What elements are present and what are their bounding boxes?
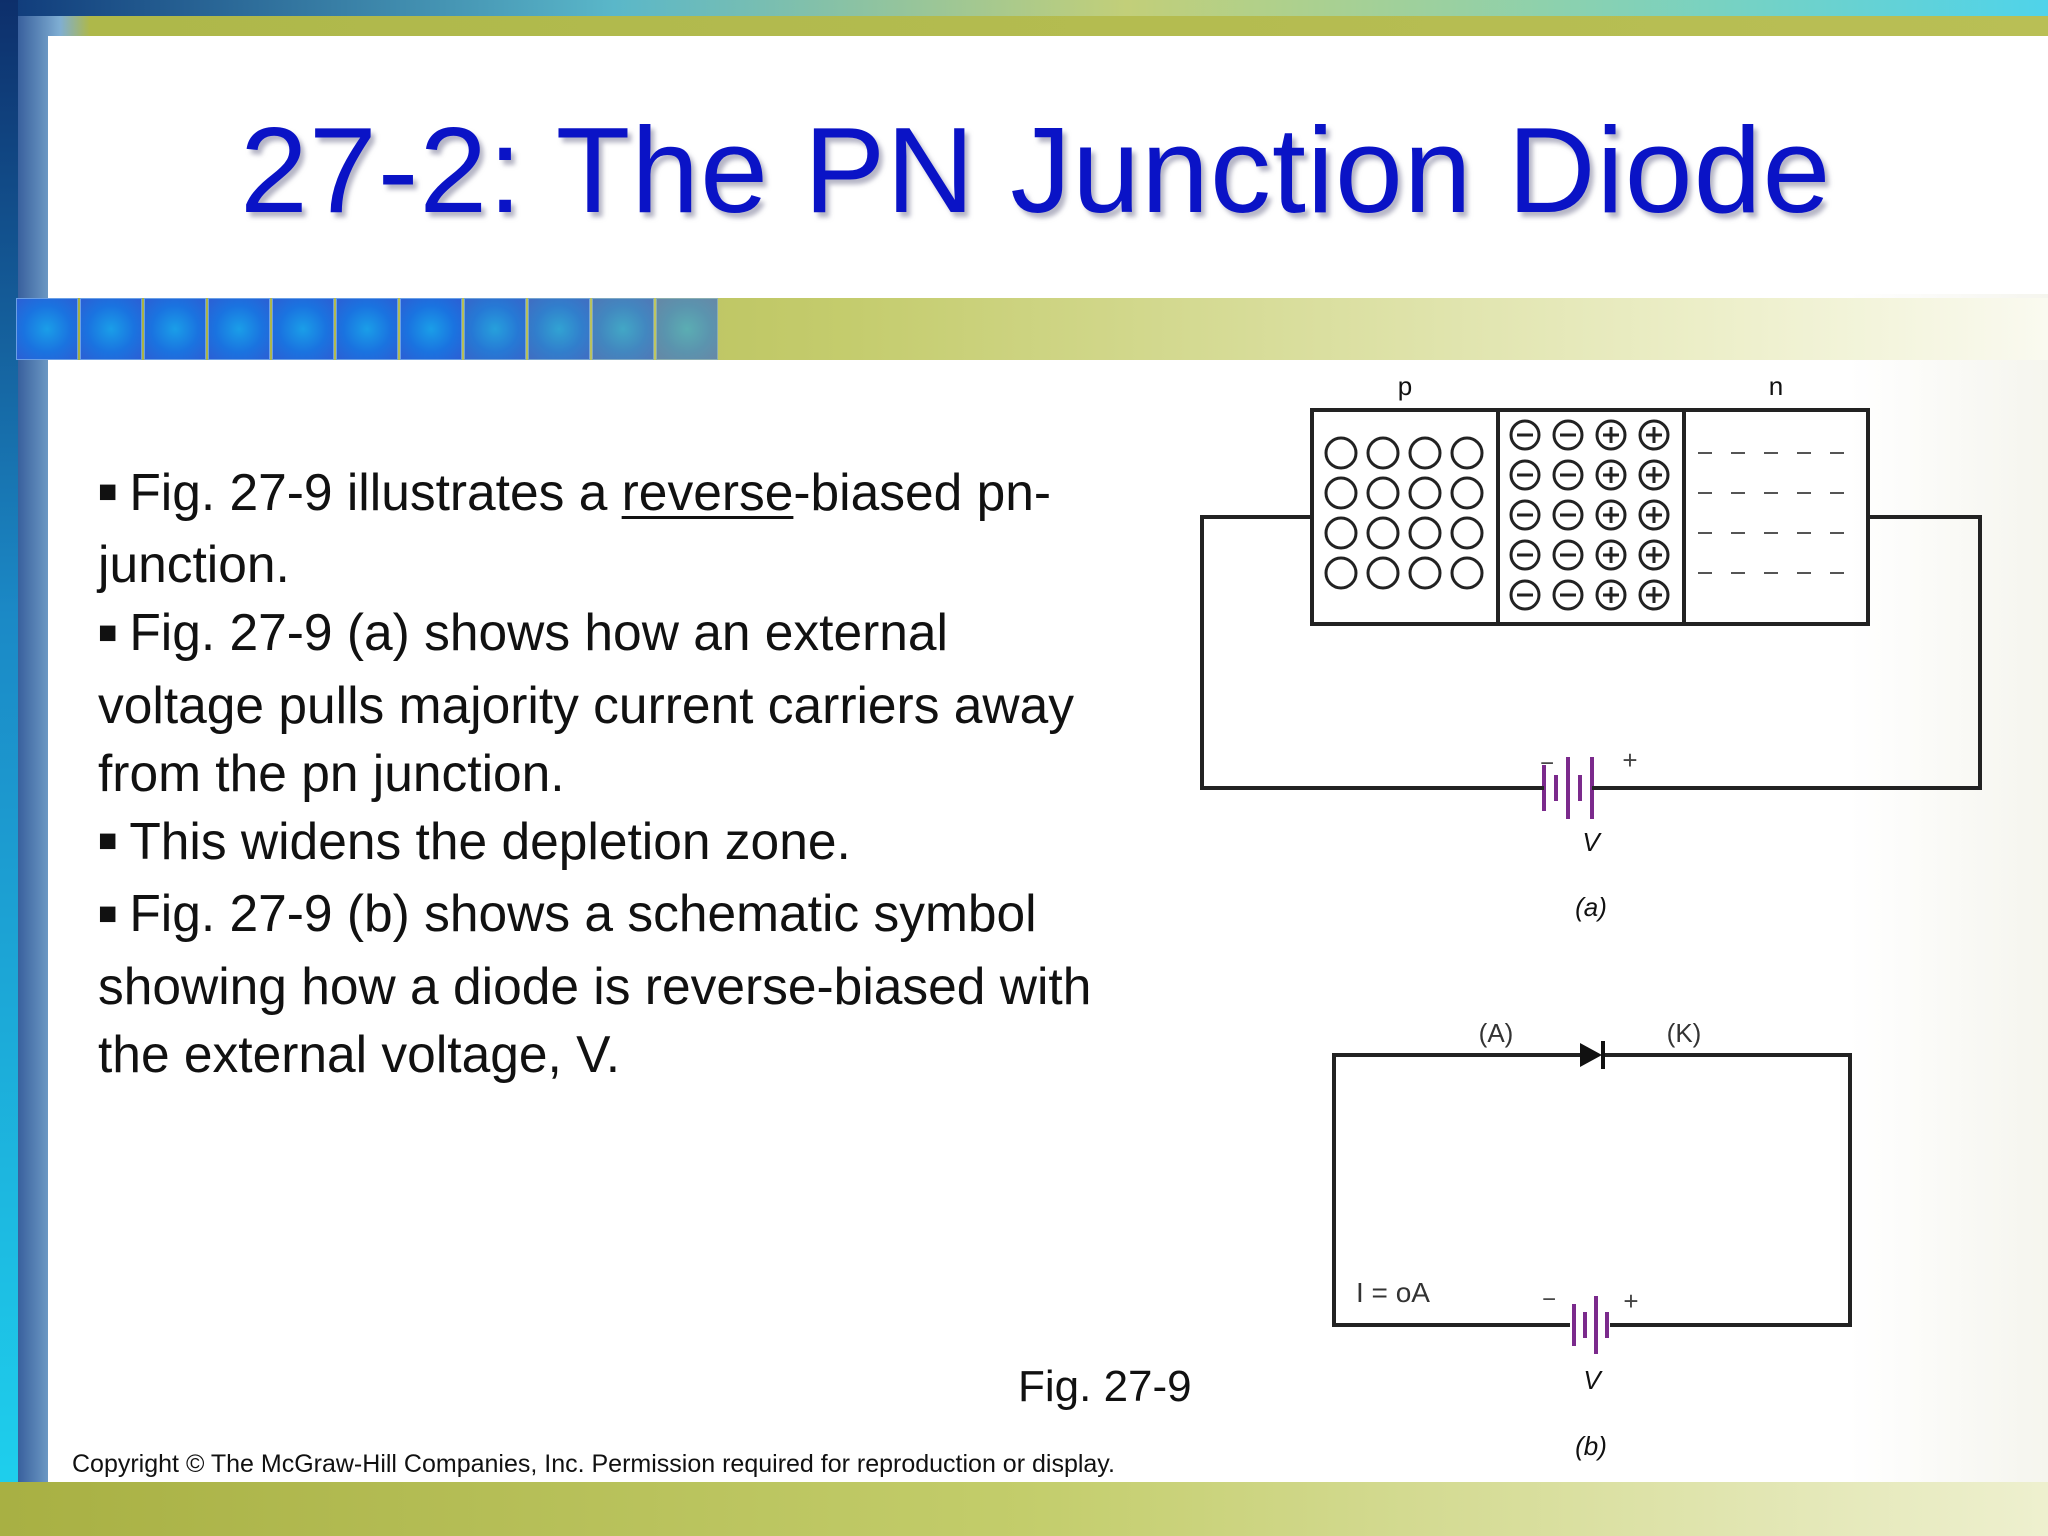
p-region-holes xyxy=(1324,436,1484,590)
decorative-squares xyxy=(16,298,718,360)
hole-carrier xyxy=(1450,436,1484,470)
bullet-text: -biased pn-junction. xyxy=(98,463,1052,594)
hole-carrier xyxy=(1408,436,1442,470)
hole-carrier xyxy=(1324,436,1358,470)
negative-ion xyxy=(1509,579,1541,611)
figure-a: p n − + V (a) xyxy=(1200,371,1982,922)
p-region-label: p xyxy=(1398,371,1412,401)
depletion-positive-ions xyxy=(1595,419,1670,611)
square-bullet-icon: ■ xyxy=(98,894,118,931)
hole-carrier xyxy=(1366,436,1400,470)
voltage-label: V xyxy=(1582,827,1602,857)
negative-ion xyxy=(1509,539,1541,571)
decorative-square xyxy=(144,298,206,360)
hole-carrier xyxy=(1324,516,1358,550)
voltage-label: V xyxy=(1583,1365,1603,1395)
decorative-square xyxy=(592,298,654,360)
n-region-electrons xyxy=(1698,452,1844,574)
decorative-square xyxy=(464,298,526,360)
title-area xyxy=(48,36,2048,294)
bullet-item: ■ This widens the depletion zone. xyxy=(98,807,1128,879)
decorative-square xyxy=(80,298,142,360)
decorative-square xyxy=(400,298,462,360)
hole-carrier xyxy=(1366,476,1400,510)
circuit-wire xyxy=(1200,515,1532,790)
decorative-square xyxy=(528,298,590,360)
figure-a-caption: (a) xyxy=(1575,892,1607,922)
positive-ion xyxy=(1638,499,1670,531)
hole-carrier xyxy=(1450,516,1484,550)
decorative-square xyxy=(336,298,398,360)
positive-ion xyxy=(1638,579,1670,611)
diode-symbol-icon xyxy=(1580,1041,1605,1069)
negative-ion xyxy=(1552,419,1584,451)
battery-symbol-icon xyxy=(1532,757,1612,819)
hole-carrier xyxy=(1324,556,1358,590)
bullet-emphasis: reverse xyxy=(621,463,794,521)
circuit-wire xyxy=(1603,1053,1852,1327)
slide-title: 27-2: The PN Junction Diode xyxy=(240,102,1832,238)
decorative-square xyxy=(16,298,78,360)
n-region-label: n xyxy=(1769,371,1783,401)
junction-block xyxy=(1310,408,1870,626)
square-bullet-icon: ■ xyxy=(98,822,118,859)
battery-symbol-icon xyxy=(1572,1296,1609,1354)
battery-negative-sign: − xyxy=(1540,750,1554,777)
positive-ion xyxy=(1638,419,1670,451)
negative-ion xyxy=(1509,459,1541,491)
bullet-text: This widens the depletion zone. xyxy=(129,811,851,870)
negative-ion xyxy=(1509,419,1541,451)
figure-b: (A) (K) I = oA − + V (b) xyxy=(1332,1018,1852,1461)
bullet-item: ■Fig. 27-9 (b) shows a schematic symbol … xyxy=(98,879,1128,1087)
positive-ion xyxy=(1595,419,1627,451)
negative-ion xyxy=(1552,579,1584,611)
positive-ion xyxy=(1595,499,1627,531)
bullet-list: ■ Fig. 27-9 illustrates a reverse-biased … xyxy=(98,458,1128,1088)
square-bullet-icon: ■ xyxy=(98,613,118,650)
figure-b-caption: (b) xyxy=(1575,1431,1607,1461)
copyright-notice: Copyright © The McGraw-Hill Companies, I… xyxy=(72,1450,1115,1478)
circuit-wire xyxy=(1612,515,1982,790)
current-label: I = oA xyxy=(1356,1277,1430,1308)
cathode-label: (K) xyxy=(1667,1018,1702,1048)
square-bullet-icon: ■ xyxy=(98,473,118,510)
positive-ion xyxy=(1638,539,1670,571)
hole-carrier xyxy=(1408,516,1442,550)
depletion-negative-ions xyxy=(1509,419,1584,611)
battery-negative-sign: − xyxy=(1542,1286,1556,1313)
bullet-item: ■Fig. 27-9 (a) shows how an external vol… xyxy=(98,598,1128,806)
hole-carrier xyxy=(1408,476,1442,510)
top-accent-stripe xyxy=(0,0,2048,16)
circuit-wire xyxy=(1332,1053,1590,1327)
negative-ion xyxy=(1552,499,1584,531)
battery-positive-sign: + xyxy=(1623,1286,1638,1316)
bullet-text: Fig. 27-9 (b) shows a schematic symbol s… xyxy=(98,884,1092,1083)
bullet-item: ■ Fig. 27-9 illustrates a reverse-biased … xyxy=(98,458,1128,598)
negative-ion xyxy=(1509,499,1541,531)
decorative-square xyxy=(656,298,718,360)
hole-carrier xyxy=(1324,476,1358,510)
left-accent-edge xyxy=(0,0,18,1536)
positive-ion xyxy=(1638,459,1670,491)
bullet-text: Fig. 27-9 illustrates a xyxy=(129,463,622,521)
positive-ion xyxy=(1595,579,1627,611)
negative-ion xyxy=(1552,539,1584,571)
figure-caption: Fig. 27-9 xyxy=(1018,1362,1192,1411)
battery-positive-sign: + xyxy=(1622,745,1637,775)
positive-ion xyxy=(1595,459,1627,491)
hole-carrier xyxy=(1450,556,1484,590)
hole-carrier xyxy=(1366,556,1400,590)
bottom-accent-band xyxy=(0,1482,2048,1536)
decorative-square xyxy=(272,298,334,360)
hole-carrier xyxy=(1450,476,1484,510)
anode-label: (A) xyxy=(1479,1018,1514,1048)
hole-carrier xyxy=(1366,516,1400,550)
negative-ion xyxy=(1552,459,1584,491)
hole-carrier xyxy=(1408,556,1442,590)
positive-ion xyxy=(1595,539,1627,571)
decorative-square xyxy=(208,298,270,360)
bullet-text: Fig. 27-9 (a) shows how an external volt… xyxy=(98,603,1074,802)
